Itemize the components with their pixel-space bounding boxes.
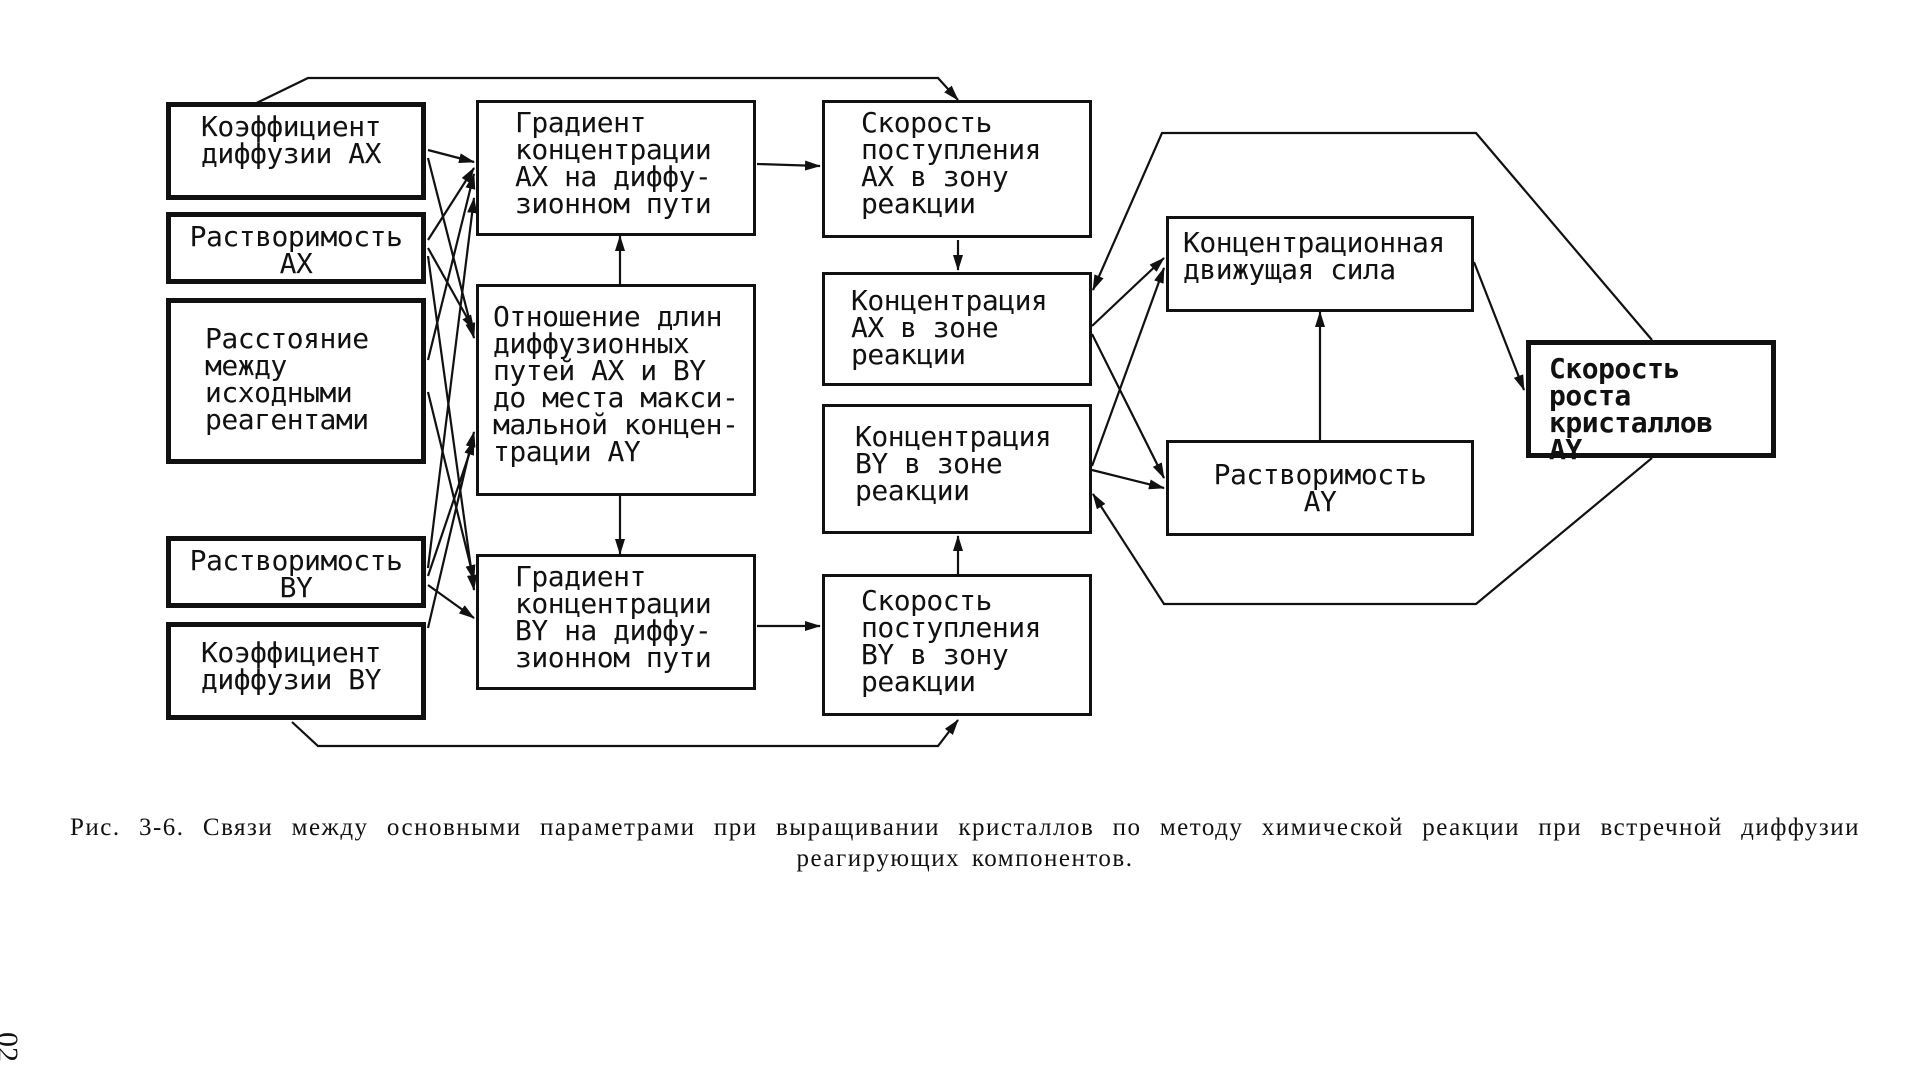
box-crystal-growth-rate: Скорость роста кристаллов AY: [1526, 340, 1776, 464]
page-number: 02: [0, 1032, 24, 1062]
box-supply-rate-by: Скорость поступления BY в зону реакции: [822, 574, 1092, 716]
box-gradient-by: Градиент концентрации BY на диффу- зионн…: [476, 554, 756, 690]
box-concentration-driving-force: Концентрационная движущая сила: [1166, 216, 1474, 312]
box-solubility-by: Растворимость BY: [166, 536, 426, 608]
arrow-diffusion-ax-to-gradient-ax: [427, 148, 475, 164]
box-path-length-ratio: Отношение длин диффузионных путей АХ и B…: [476, 284, 756, 496]
arrow-top-arc: [237, 76, 959, 113]
arrow-solubility-by-to-gradient-by: [427, 584, 475, 619]
figure-caption: Рис. 3-6. Связи между основными параметр…: [70, 814, 1860, 872]
arrow-conc-by-to-driving-force: [1090, 267, 1166, 467]
arrow-gradient-ax-to-rate-ax: [756, 160, 821, 171]
arrow-distance-to-gradient-ax: [426, 173, 476, 361]
box-distance-between-reagents: Расстояние между исходными реагентами: [166, 298, 426, 464]
arrow-conc-ax-to-solubility-ay: [1091, 333, 1165, 479]
box-concentration-ax: Концентрация АХ в зоне реакции: [822, 272, 1092, 386]
box-gradient-ax: Градиент концентрации АХ на диффу- зионн…: [476, 100, 756, 236]
arrow-growth-to-conc-ax: [1091, 131, 1653, 341]
arrow-conc-by-to-solubility-ay: [1091, 468, 1165, 490]
box-solubility-ax: Растворимость АХ: [166, 212, 426, 284]
box-diffusion-coefficient-ax: Коэффициент диффузии АХ: [166, 102, 426, 200]
arrow-solubility-by-to-gradient-ax: [426, 197, 478, 569]
arrow-solubility-ax-to-ratio: [427, 247, 475, 331]
box-supply-rate-ax: Скорость поступления АХ в зону реакции: [822, 100, 1092, 238]
box-solubility-ay: Растворимость AY: [1166, 440, 1474, 536]
box-diffusion-coefficient-by: Коэффициент диффузии BY: [166, 622, 426, 720]
arrow-diffusion-ax-to-ratio: [426, 157, 476, 339]
arrow-diffusion-by-to-ratio: [426, 431, 476, 629]
arrow-solubility-ax-to-gradient-by: [426, 255, 477, 591]
arrow-distance-to-gradient-by: [426, 391, 476, 581]
arrow-driving-force-to-growth-rate: [1472, 261, 1526, 391]
box-concentration-by: Концентрация BY в зоне реакции: [822, 404, 1092, 534]
arrow-conc-ax-to-driving-force: [1091, 257, 1165, 327]
arrow-bottom-arc: [291, 719, 959, 748]
arrow-growth-to-conc-by: [1092, 457, 1653, 606]
